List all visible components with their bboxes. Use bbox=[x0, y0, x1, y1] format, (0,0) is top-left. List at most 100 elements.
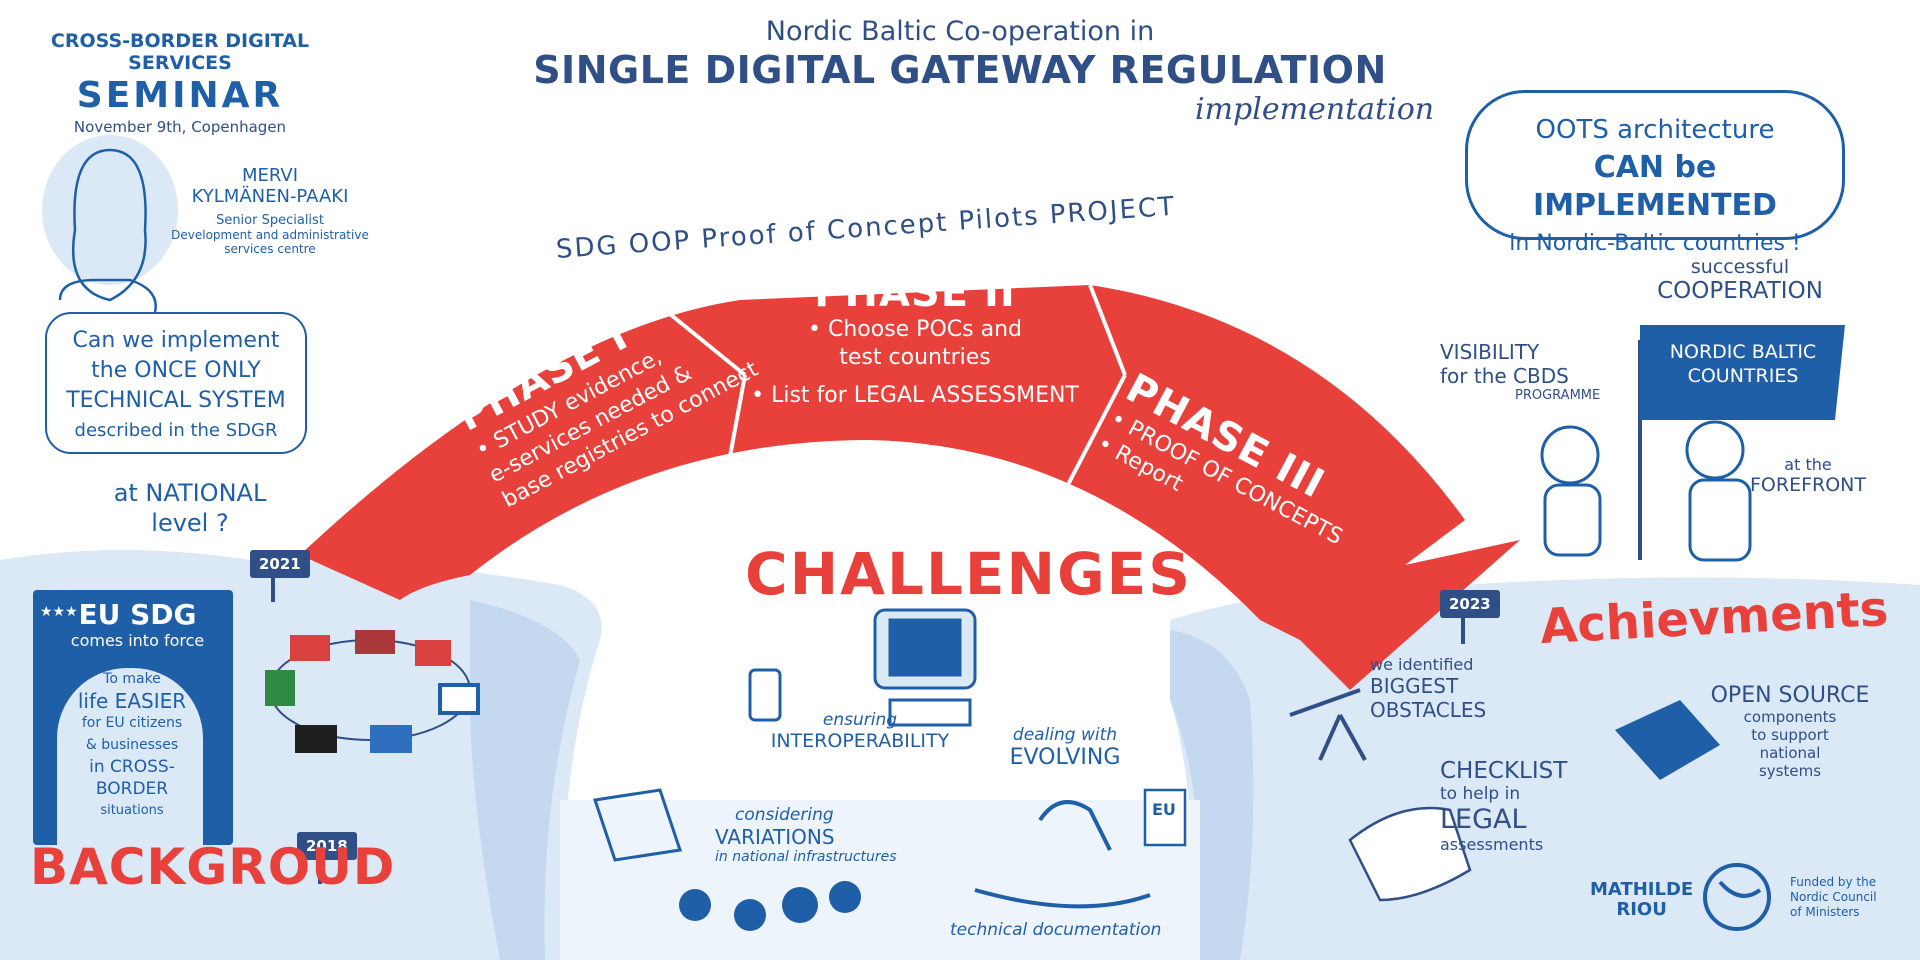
variations-line-1: considering bbox=[735, 805, 834, 825]
open-line-1: OPEN SOURCE bbox=[1710, 683, 1870, 708]
visibility-note: VISIBILITY for the CBDS PROGRAMME bbox=[1440, 340, 1600, 403]
phase-divider-1b bbox=[720, 374, 747, 501]
visibility-line-1: VISIBILITY bbox=[1440, 340, 1540, 364]
top-title: Nordic Baltic Co-operation in bbox=[765, 16, 1155, 47]
eu-text-4: & businesses bbox=[85, 737, 179, 753]
phase-2-item-2: test countries bbox=[839, 345, 991, 370]
speaker-last-name: KYLMÄNEN-PAAKI bbox=[191, 186, 349, 207]
year-sign-2018: 2018 bbox=[297, 832, 357, 860]
telescope-drawing bbox=[1289, 688, 1367, 761]
interoperability-note: ensuring INTEROPERABILITY bbox=[760, 710, 960, 752]
speaker-info: MERVI KYLMÄNEN-PAAKI Senior Specialist D… bbox=[160, 165, 380, 256]
eu-stars-icon: ★★★ bbox=[40, 604, 78, 620]
nordic-flag bbox=[1640, 325, 1845, 420]
runner-figure bbox=[1038, 800, 1112, 851]
year-sign-2023: 2023 bbox=[1440, 590, 1500, 618]
obstacles-line-1: we identified bbox=[1370, 655, 1474, 674]
phase-arrow bbox=[300, 285, 1520, 690]
eu-text-1: To make bbox=[103, 671, 161, 687]
eu-text-6: BORDER bbox=[95, 779, 169, 799]
eu-sdg-subheading: comes into force bbox=[70, 631, 205, 650]
year-post-2021 bbox=[271, 578, 275, 602]
main-title: SINGLE DIGITAL GATEWAY REGULATION bbox=[533, 48, 1387, 92]
checklist-line-2: to help in bbox=[1440, 784, 1521, 804]
eu-sdg-arch bbox=[57, 668, 203, 845]
seminar-line-2: SEMINAR bbox=[76, 75, 284, 116]
question-line-3: TECHNICAL SYSTEM bbox=[66, 388, 286, 413]
checklist-paper bbox=[1348, 806, 1472, 902]
national-line-2: level ? bbox=[151, 509, 229, 537]
variations-line-3: in national infrastructures bbox=[715, 849, 897, 865]
checklist-line-3: LEGAL bbox=[1440, 804, 1527, 835]
chasm bbox=[560, 800, 1200, 960]
computer-drawing bbox=[748, 608, 977, 727]
checklist-line-1: CHECKLIST bbox=[1440, 758, 1568, 784]
seminar-line-1: CROSS-BORDER DIGITAL SERVICES bbox=[50, 30, 310, 74]
obstacles-line-2: BIGGEST bbox=[1370, 674, 1459, 698]
speaker-portrait-bg bbox=[42, 135, 178, 285]
checklist-note: CHECKLIST to help in LEGAL assessments bbox=[1440, 758, 1567, 854]
implementation-label: implementation bbox=[1195, 92, 1435, 127]
open-line-3: to support bbox=[1751, 726, 1829, 744]
funded-line-2: Nordic Council bbox=[1790, 890, 1877, 904]
question-line-1: Can we implement bbox=[72, 328, 280, 353]
open-line-4: national bbox=[1759, 744, 1821, 762]
evolving-line-1: dealing with bbox=[1012, 725, 1118, 745]
evolving-note: dealing with EVOLVING bbox=[990, 725, 1140, 770]
speaker-department: Development and administrative services … bbox=[171, 228, 369, 256]
obstacles-note: we identified BIGGEST OBSTACLES bbox=[1370, 655, 1486, 722]
artist-line-1: MATHILDE bbox=[1590, 879, 1694, 900]
variations-note: considering VARIATIONS in national infra… bbox=[715, 805, 975, 865]
speaker-body bbox=[58, 278, 157, 313]
speech-line-1: OOTS architecture bbox=[1535, 115, 1775, 145]
speech-line-3: in Nordic-Baltic countries ! bbox=[1509, 231, 1801, 256]
speaker-role: Senior Specialist bbox=[216, 213, 324, 228]
forefront-line-2: FOREFRONT bbox=[1750, 474, 1866, 496]
speaker-portrait bbox=[71, 148, 147, 302]
phase-2-title: PHASE II bbox=[814, 270, 1016, 316]
phase-2-item-3: • List for LEGAL ASSESSMENT bbox=[751, 383, 1079, 408]
right-cliff-shade bbox=[1170, 630, 1254, 960]
toolbox-drawing bbox=[1615, 700, 1720, 780]
forefront-note: at the FOREFRONT bbox=[1750, 455, 1866, 496]
eu-document-label: EU bbox=[1152, 800, 1176, 819]
eu-document bbox=[1143, 788, 1187, 847]
treadmill bbox=[974, 888, 1151, 909]
funding-note: Funded by the Nordic Council of Minister… bbox=[1790, 875, 1877, 920]
left-cliff-shade bbox=[470, 600, 580, 960]
speech-line-2: CAN be IMPLEMENTED bbox=[1533, 150, 1777, 223]
artist-signature: MATHILDE RIOU bbox=[1590, 880, 1693, 920]
checklist-line-4: assessments bbox=[1440, 835, 1544, 854]
eu-text-7: situations bbox=[100, 803, 164, 818]
question-box: Can we implement the ONCE ONLY TECHNICAL… bbox=[45, 312, 307, 454]
question-line-4: described in the SDGR bbox=[74, 420, 278, 441]
eu-sdg-title: EU SDG comes into force bbox=[45, 598, 230, 650]
speaker-first-name: MERVI bbox=[241, 165, 299, 186]
eu-text-5: in CROSS- bbox=[89, 757, 175, 777]
year-sign-2021: 2021 bbox=[250, 550, 310, 578]
phase-2: PHASE II • Choose POCs and test countrie… bbox=[745, 270, 1085, 410]
question-line-2: the ONCE ONLY bbox=[91, 358, 261, 383]
year-post-2018 bbox=[318, 860, 322, 884]
technical-documentation-note: technical documentation bbox=[950, 920, 1162, 940]
interop-line-2: INTEROPERABILITY bbox=[770, 730, 950, 752]
national-line-1: at NATIONAL bbox=[113, 479, 267, 507]
nordic-baltic-flag-text: NORDIC BALTIC COUNTRIES bbox=[1643, 340, 1843, 388]
year-post-2023 bbox=[1461, 618, 1465, 644]
seminar-date: November 9th, Copenhagen bbox=[73, 118, 287, 136]
phase-2-item-1: • Choose POCs and bbox=[808, 317, 1022, 342]
funded-line-1: Funded by the bbox=[1790, 875, 1877, 889]
forefront-line-1: at the bbox=[1784, 455, 1832, 474]
variations-line-2: VARIATIONS bbox=[715, 825, 835, 849]
eu-sdg-heading: EU SDG bbox=[78, 598, 197, 631]
speech-bubble: OOTS architecture CAN be IMPLEMENTED in … bbox=[1465, 90, 1845, 256]
evolving-line-2: EVOLVING bbox=[1009, 745, 1121, 770]
national-question: at NATIONAL level ? bbox=[95, 478, 285, 538]
visibility-line-2: for the CBDS bbox=[1440, 364, 1569, 388]
background-label: BACKGROUD bbox=[30, 838, 396, 896]
open-line-2: components bbox=[1743, 708, 1837, 726]
flag-line-2: COUNTRIES bbox=[1687, 365, 1799, 387]
obstacles-line-3: OBSTACLES bbox=[1370, 698, 1487, 722]
astronauts bbox=[1540, 420, 1752, 562]
